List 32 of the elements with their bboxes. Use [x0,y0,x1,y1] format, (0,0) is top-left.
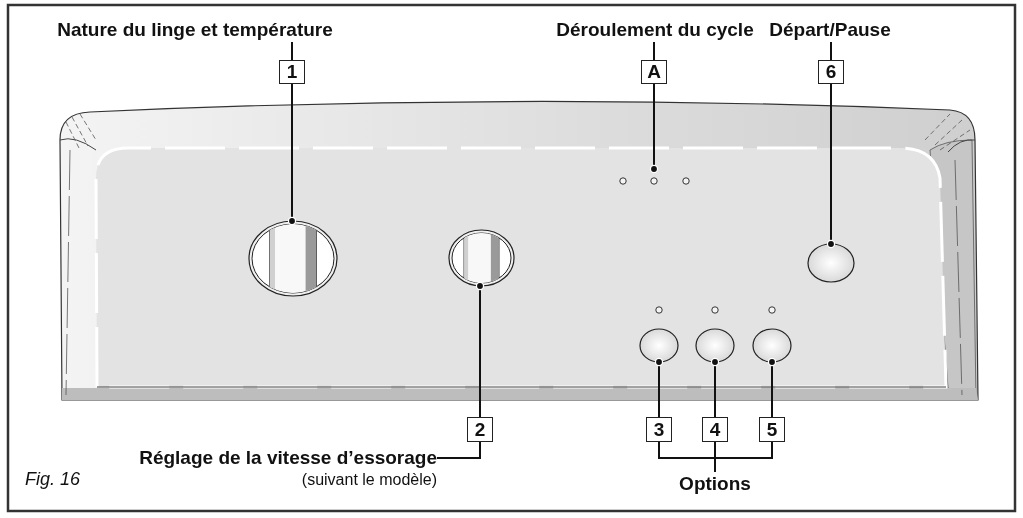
callout-number: 5 [759,417,785,442]
part-label: Nature du linge et température [57,18,333,42]
leader-line [475,281,485,418]
button-control [807,243,855,283]
leader-line [654,357,664,418]
button-control [639,328,679,363]
callout-number: 2 [467,417,493,442]
part-label: Options [679,472,751,496]
leader-line [767,357,777,418]
part-label: Départ/Pause [769,18,891,42]
callout-number: 1 [279,60,305,84]
button-control [752,328,792,363]
callout-number: 6 [818,60,844,84]
button-control [695,328,735,363]
leader-line [714,441,773,473]
knob-control [448,229,515,287]
part-label: Réglage de la vitesse d’essorage [139,446,437,470]
callout-number: A [641,60,667,84]
figure-caption: Fig. 16 [25,469,81,490]
knob-control [248,220,338,297]
leader-line [826,83,836,249]
part-label: Déroulement du cycle [556,18,754,42]
leader-line [830,41,832,61]
leader-line [653,41,655,61]
note: (suivant le modèle) [301,470,437,490]
callout-number: 3 [646,417,672,442]
leader-line [291,41,293,61]
leader-line [710,357,720,418]
callout-number: 4 [702,417,728,442]
leader-line [436,441,481,459]
leader-line [287,83,297,226]
leader-line [649,83,659,174]
